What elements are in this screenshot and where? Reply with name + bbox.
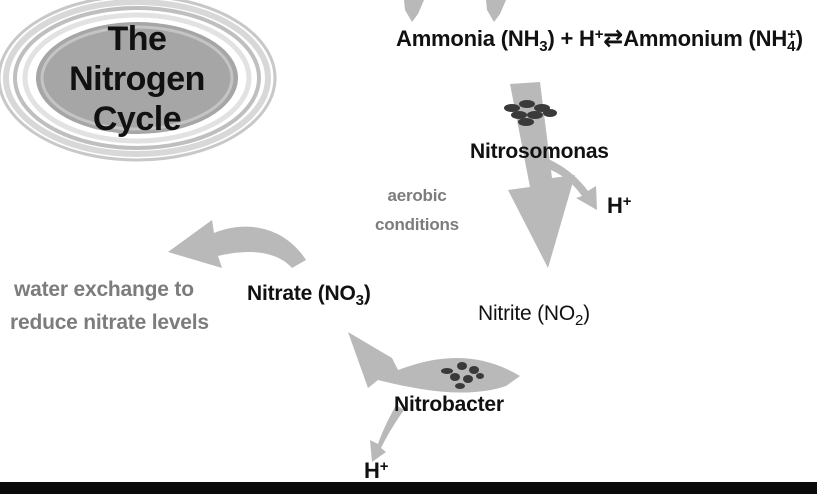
- title-swirl-oval: [0, 0, 277, 162]
- ammonia-equation: Ammonia (NH3) + H+⇄Ammonium (NH4+): [396, 24, 804, 54]
- ammonia-name: Ammonia: [396, 26, 495, 51]
- water-exchange-label: water exchange to reduce nitrate levels: [10, 273, 209, 339]
- nitrite-to-nitrate-arrow: [348, 332, 520, 393]
- ammonia-subscript: 3: [539, 38, 548, 55]
- hydrogen-ion-superscript: +: [594, 26, 604, 43]
- title-line-2: Cycle: [92, 100, 182, 138]
- h-plus-release-arrow-right: [540, 158, 597, 210]
- nitrosomonas-label: Nitrosomonas: [470, 140, 609, 163]
- nitrosomonas-bacteria-icon: [504, 100, 557, 126]
- aerobic-conditions-label: aerobic conditions: [375, 181, 459, 239]
- nitrate-subscript: 3: [355, 292, 364, 309]
- h-plus-bottom-base: H: [364, 458, 380, 483]
- nitrobacter-bacteria-icon: [441, 362, 484, 389]
- ammonium-name: Ammonium: [623, 26, 743, 51]
- aerobic-line-2: conditions: [375, 215, 459, 234]
- nitrite-subscript: 2: [575, 312, 584, 329]
- h-plus-right-label: H+: [607, 193, 631, 219]
- nitrite-name: Nitrite: [478, 302, 532, 325]
- ammonia-formula: (NH3) + H+: [500, 26, 604, 54]
- nitrite-label: Nitrite (NO2): [478, 302, 590, 329]
- ammonia-formula-open: (NH: [500, 26, 540, 51]
- water-exchange-arrow: [168, 220, 306, 268]
- top-incoming-arrow-right: [486, 0, 506, 22]
- ammonia-formula-close: ) + H: [547, 26, 595, 51]
- h-plus-right-charge: +: [622, 193, 632, 210]
- nitrate-formula-close: ): [363, 282, 371, 305]
- bottom-border-bar: [0, 482, 817, 494]
- h-plus-right-base: H: [607, 193, 623, 218]
- nitrate-label: Nitrate (NO3): [247, 282, 371, 309]
- title-line-1: The Nitrogen: [69, 20, 205, 98]
- top-incoming-arrow-left: [404, 0, 424, 22]
- ammonium-formula-open: (NH: [748, 26, 788, 51]
- nitrate-formula-open: (NO: [317, 282, 356, 305]
- ammonium-formula: (NH4+): [748, 26, 804, 54]
- h-plus-bottom-charge: +: [379, 458, 389, 475]
- ammonium-to-nitrite-arrow: [508, 82, 575, 268]
- nitrite-formula-close: ): [583, 302, 590, 325]
- diagram-title: The Nitrogen Cycle: [37, 19, 237, 139]
- nitrate-name: Nitrate: [247, 282, 313, 305]
- nitrite-formula-open: (NO: [537, 302, 575, 325]
- ammonium-subscript: 4: [787, 38, 796, 55]
- nitrobacter-label: Nitrobacter: [394, 393, 504, 416]
- h-plus-bottom-label: H+: [364, 458, 388, 484]
- aerobic-line-1: aerobic: [387, 186, 447, 205]
- water-exchange-line-2: reduce nitrate levels: [10, 311, 209, 334]
- ammonium-formula-close: ): [795, 26, 803, 51]
- water-exchange-line-1: water exchange to: [14, 278, 194, 301]
- ammonium-charge-superscript: +: [787, 26, 796, 43]
- h-plus-release-arrow-bottom: [370, 405, 404, 462]
- equilibrium-arrows-icon: ⇄: [603, 25, 624, 52]
